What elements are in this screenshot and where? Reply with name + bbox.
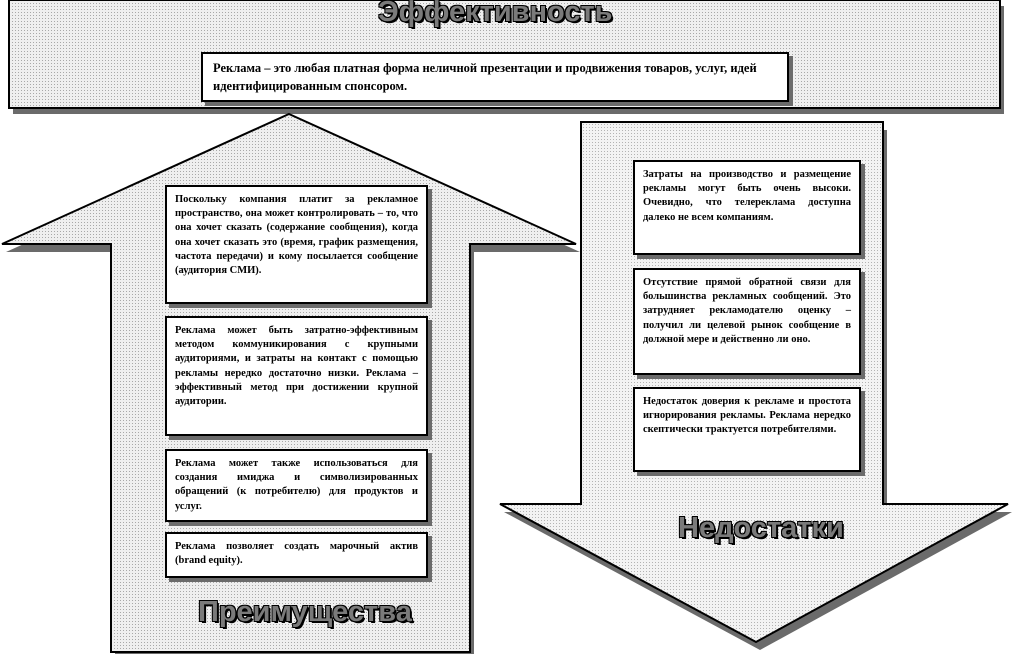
advantage-box-3: Реклама может также использоваться для с… xyxy=(165,449,428,522)
definition-box: Реклама – это любая платная форма неличн… xyxy=(201,52,789,102)
down-arrow xyxy=(499,121,1009,644)
advantage-box-1: Поскольку компания платит за рекламное п… xyxy=(165,185,428,304)
disadvantage-box-2: Отсутствие прямой обратной связи для бол… xyxy=(633,268,861,375)
top-title: Эффективность xyxy=(378,0,613,28)
left-title: Преимущества xyxy=(198,596,412,628)
disadvantage-box-3: Недостаток доверия к рекламе и простота … xyxy=(633,387,861,472)
right-title: Недостатки xyxy=(678,512,844,544)
advantage-box-2: Реклама может быть затратно-эффективным … xyxy=(165,316,428,436)
definition-term: Реклама xyxy=(213,61,262,75)
advantage-box-4: Реклама позволяет создать марочный актив… xyxy=(165,532,428,578)
disadvantage-box-1: Затраты на производство и размещение рек… xyxy=(633,160,861,255)
definition-text: – это любая платная форма неличной презе… xyxy=(213,61,757,93)
